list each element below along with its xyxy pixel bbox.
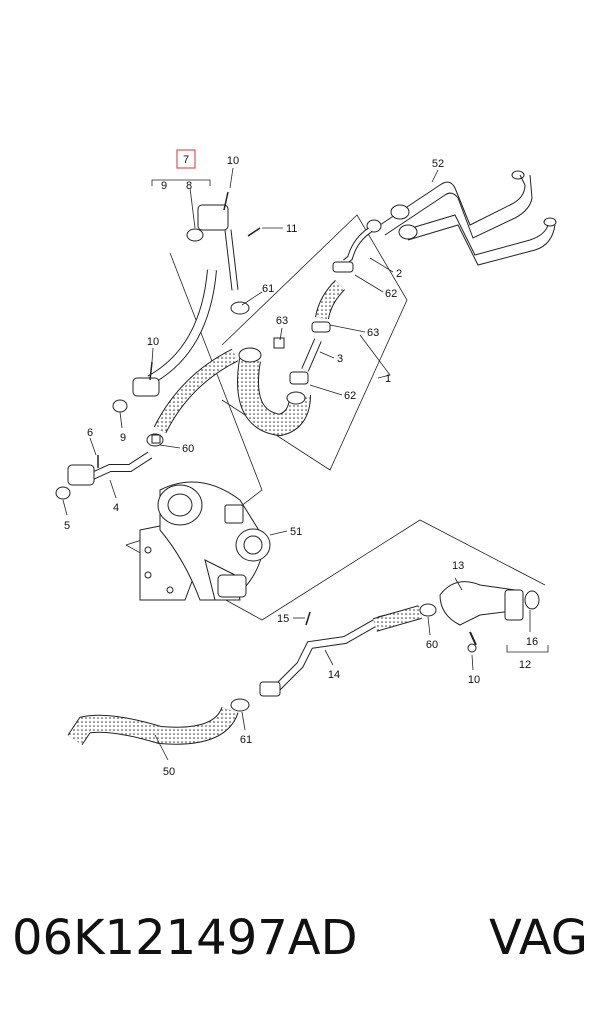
- callout-4: 4: [113, 502, 119, 514]
- highlight-box-7: [176, 149, 196, 169]
- leader-lines: [62, 167, 549, 761]
- callout-5: 5: [64, 520, 70, 532]
- callout-16: 16: [526, 636, 538, 648]
- callout-7: 7: [183, 154, 189, 166]
- callout-9: 9: [120, 432, 126, 444]
- callout-10: 10: [147, 336, 159, 348]
- connector-13: [439, 581, 540, 653]
- callout-51: 51: [290, 526, 302, 538]
- callout-52: 52: [432, 158, 444, 170]
- fasteners: [149, 191, 311, 626]
- hose-assembly-1: [237, 227, 372, 437]
- callout-labels: 7 9 8 10 11 52 2 62 61 63 63 10 3 1 62 9…: [64, 154, 538, 778]
- turbocharger-51: [139, 481, 271, 601]
- callout-62: 62: [385, 288, 397, 300]
- callout-8: 8: [186, 180, 192, 192]
- callout-62: 62: [344, 390, 356, 402]
- callout-63: 63: [367, 327, 379, 339]
- callout-61: 61: [262, 283, 274, 295]
- callout-2: 2: [396, 268, 402, 280]
- callout-50: 50: [163, 766, 175, 778]
- part-number: 06K121497AD: [12, 910, 358, 966]
- callout-9: 9: [161, 180, 167, 192]
- pipe-4: [55, 451, 153, 500]
- callout-3: 3: [337, 353, 343, 365]
- callout-13: 13: [452, 560, 464, 572]
- callout-6: 6: [87, 427, 93, 439]
- callout-63: 63: [276, 315, 288, 327]
- parts-exploded-diagram: 7 9 8 10 11 52 2 62 61 63 63 10 3 1 62 9…: [55, 149, 557, 778]
- lower-pipe-14: [67, 603, 437, 745]
- callout-15: 15: [277, 613, 289, 625]
- callout-10: 10: [468, 674, 480, 686]
- callout-61: 61: [240, 734, 252, 746]
- callout-11: 11: [286, 223, 297, 235]
- callout-60: 60: [426, 639, 438, 651]
- callout-60: 60: [182, 443, 194, 455]
- feed-hose-left: [112, 204, 250, 447]
- brand-name: VAG: [489, 910, 588, 966]
- callout-1: 1: [385, 373, 391, 385]
- callout-14: 14: [328, 669, 340, 681]
- return-pipe-52: [366, 170, 557, 266]
- callout-12: 12: [519, 659, 531, 671]
- callout-10: 10: [227, 155, 239, 167]
